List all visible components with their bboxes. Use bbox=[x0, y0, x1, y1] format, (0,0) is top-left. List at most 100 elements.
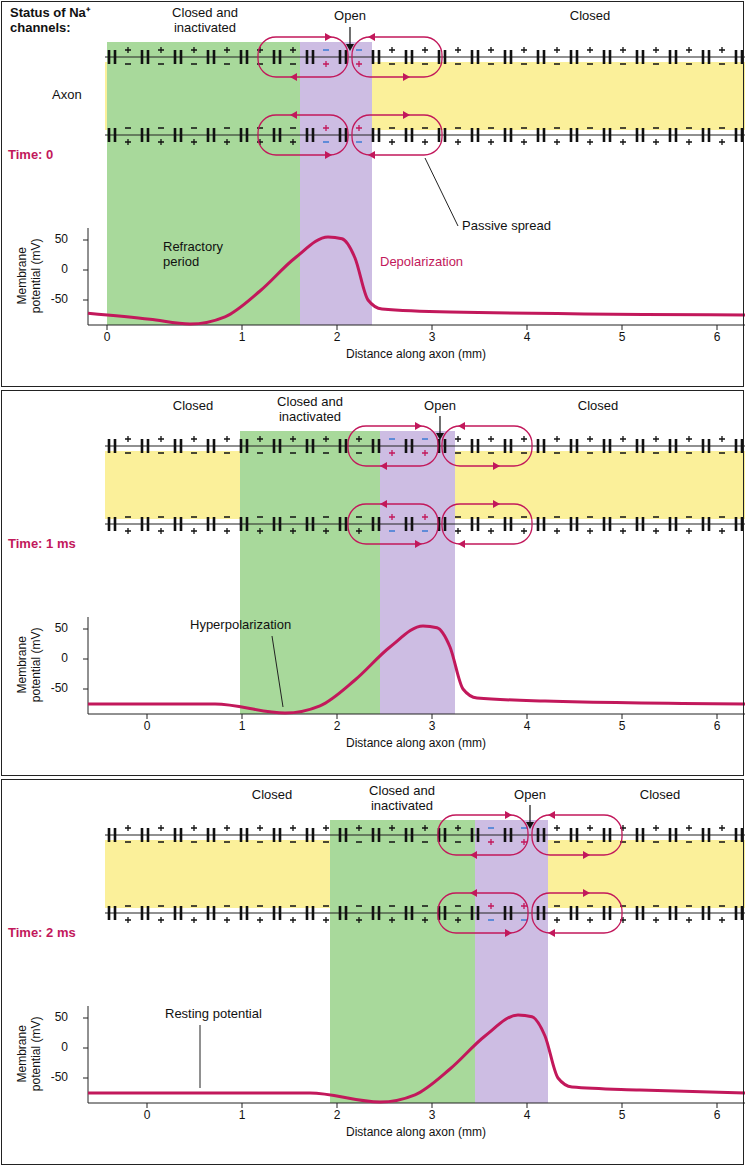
charge-minus bbox=[521, 63, 527, 65]
charge-plus bbox=[719, 436, 725, 442]
charge-plus bbox=[488, 528, 494, 534]
charge-plus bbox=[158, 436, 164, 442]
charge-minus bbox=[719, 516, 725, 518]
charge-minus bbox=[521, 919, 527, 921]
y-tick bbox=[83, 1078, 88, 1079]
charge-plus bbox=[323, 917, 329, 923]
na-channel bbox=[505, 439, 511, 453]
membrane bbox=[105, 912, 745, 913]
na-channel bbox=[340, 517, 346, 531]
na-channel bbox=[208, 439, 214, 453]
charge-plus bbox=[554, 47, 560, 53]
charge-minus bbox=[455, 905, 461, 907]
na-channel bbox=[109, 128, 115, 142]
na-channel bbox=[406, 517, 412, 531]
charge-minus bbox=[224, 905, 230, 907]
axis-label: 5 bbox=[619, 1109, 626, 1123]
charge-plus bbox=[356, 825, 362, 831]
charge-minus bbox=[554, 63, 560, 65]
charge-plus bbox=[323, 61, 329, 67]
callout-label: Closed bbox=[173, 399, 213, 414]
na-channel bbox=[736, 828, 742, 842]
na-channel bbox=[736, 128, 742, 142]
na-channel bbox=[142, 439, 148, 453]
x-tick bbox=[147, 1103, 148, 1108]
callout-label: Refractory period bbox=[163, 240, 248, 270]
x-tick bbox=[622, 714, 623, 719]
charge-minus bbox=[455, 452, 461, 454]
na-channel bbox=[637, 906, 643, 920]
na-channel bbox=[340, 50, 346, 64]
charge-plus bbox=[422, 514, 428, 520]
charge-minus bbox=[653, 516, 659, 518]
axis-label: 4 bbox=[524, 1109, 531, 1123]
charge-minus bbox=[587, 452, 593, 454]
charge-plus bbox=[455, 528, 461, 534]
charge-plus bbox=[191, 436, 197, 442]
axis-label: 4 bbox=[524, 331, 531, 345]
x-tick bbox=[337, 1103, 338, 1108]
axis-title: Membrane potential (mV) bbox=[16, 619, 44, 711]
charge-minus bbox=[224, 516, 230, 518]
charge-plus bbox=[356, 125, 362, 131]
charge-plus bbox=[224, 47, 230, 53]
x-tick bbox=[147, 714, 148, 719]
na-channel bbox=[670, 50, 676, 64]
arrow-head bbox=[325, 151, 332, 159]
x-tick bbox=[337, 714, 338, 719]
charge-plus bbox=[257, 436, 263, 442]
refractory-band bbox=[240, 431, 380, 714]
na-channel bbox=[736, 906, 742, 920]
na-channel bbox=[340, 906, 346, 920]
charge-minus bbox=[455, 516, 461, 518]
charge-plus bbox=[290, 47, 296, 53]
axis-label: 3 bbox=[429, 331, 436, 345]
na-channel bbox=[340, 439, 346, 453]
charge-minus bbox=[191, 905, 197, 907]
charge-plus bbox=[356, 61, 362, 67]
charge-minus bbox=[290, 516, 296, 518]
na-channel bbox=[604, 439, 610, 453]
axis-label: 50 bbox=[55, 622, 68, 636]
charge-plus bbox=[191, 917, 197, 923]
charge-plus bbox=[488, 436, 494, 442]
axis-label: -50 bbox=[51, 1071, 68, 1085]
x-axis bbox=[88, 1103, 745, 1104]
na-channel bbox=[175, 128, 181, 142]
na-channel bbox=[472, 906, 478, 920]
current-loop bbox=[442, 504, 532, 544]
na-channel bbox=[406, 828, 412, 842]
axis-title: Membrane potential (mV) bbox=[16, 230, 44, 322]
x-tick bbox=[622, 1103, 623, 1108]
charge-minus bbox=[158, 905, 164, 907]
y-tick bbox=[83, 629, 88, 630]
charge-minus bbox=[554, 516, 560, 518]
charge-plus bbox=[455, 917, 461, 923]
charge-minus bbox=[422, 905, 428, 907]
x-tick bbox=[432, 325, 433, 330]
charge-minus bbox=[224, 452, 230, 454]
x-tick bbox=[717, 1103, 718, 1108]
charge-plus bbox=[554, 139, 560, 145]
callout-label: Hyperpolarization bbox=[190, 618, 291, 633]
charge-plus bbox=[191, 528, 197, 534]
charge-plus bbox=[554, 436, 560, 442]
charge-minus bbox=[224, 63, 230, 65]
charge-plus bbox=[158, 917, 164, 923]
x-tick bbox=[242, 325, 243, 330]
axis-label: 0 bbox=[61, 263, 68, 277]
charge-minus bbox=[686, 127, 692, 129]
na-channel bbox=[703, 517, 709, 531]
callout-label: Axon bbox=[52, 88, 82, 103]
charge-plus bbox=[323, 528, 329, 534]
charge-minus bbox=[422, 841, 428, 843]
na-channel bbox=[538, 128, 544, 142]
membrane bbox=[105, 523, 745, 524]
arrow-head bbox=[583, 889, 590, 897]
arrow-head bbox=[470, 889, 477, 897]
open-pointer bbox=[529, 805, 530, 822]
open-pointer bbox=[349, 27, 350, 44]
current-loop bbox=[352, 115, 442, 155]
charge-minus bbox=[422, 63, 428, 65]
na-channel bbox=[208, 517, 214, 531]
